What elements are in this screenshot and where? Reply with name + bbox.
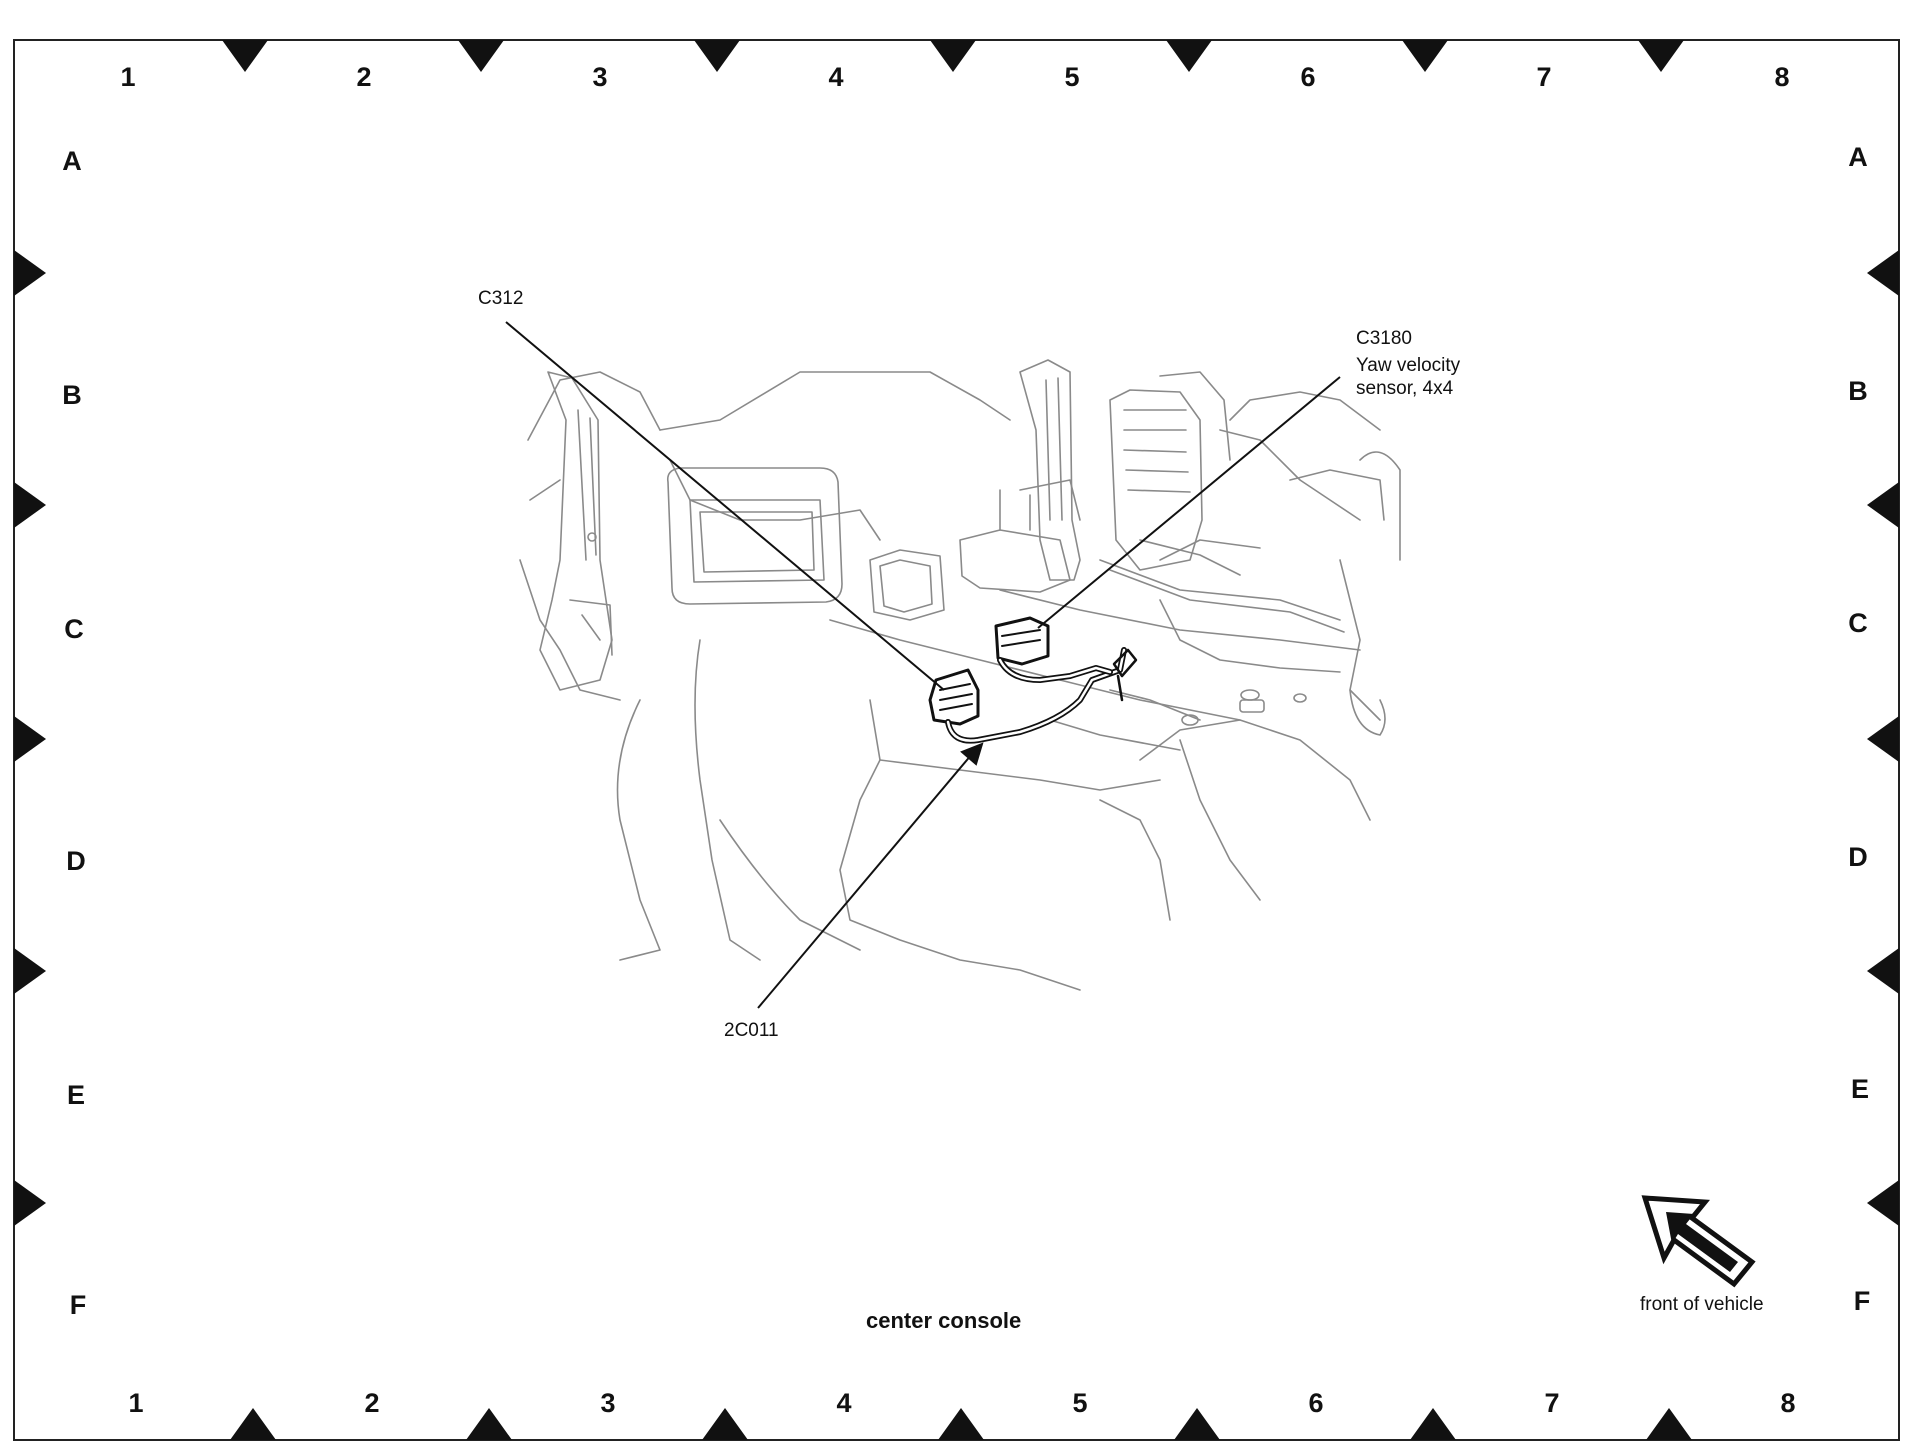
grid-row-b-right: B <box>1848 376 1868 406</box>
right-grid-markers <box>1867 250 1899 1226</box>
leader-c3180 <box>1037 376 1341 629</box>
callout-c3180-id: C3180 <box>1356 328 1412 349</box>
seat-track <box>1099 559 1341 621</box>
grid-col-1-bottom: 1 <box>128 1388 144 1418</box>
console-front-edge <box>839 699 1081 991</box>
triangle-marker-icon <box>1867 1180 1899 1226</box>
left-seat-frame <box>539 371 613 691</box>
leader-c312 <box>505 321 945 691</box>
grid-col-2-bottom: 2 <box>364 1388 380 1418</box>
grid-col-5-top: 5 <box>1064 62 1080 92</box>
grid-row-f-right: F <box>1853 1286 1871 1316</box>
grid-row-c-right: C <box>1848 608 1868 638</box>
console-bin-left <box>666 467 843 605</box>
triangle-marker-icon <box>1638 40 1684 72</box>
triangle-marker-icon <box>1646 1408 1692 1440</box>
grid-col-3-bottom: 3 <box>600 1388 616 1418</box>
triangle-marker-icon <box>1410 1408 1456 1440</box>
triangle-marker-icon <box>1402 40 1448 72</box>
grid-row-d-left: D <box>66 846 86 876</box>
grid-col-5-bottom: 5 <box>1072 1388 1088 1418</box>
callout-c3180: C3180 Yaw velocity sensor, 4x4 <box>1356 328 1460 400</box>
console-body-left <box>694 639 761 961</box>
triangle-marker-icon <box>1867 482 1899 528</box>
triangle-marker-icon <box>230 1408 276 1440</box>
triangle-marker-icon <box>1867 716 1899 762</box>
leader-arrowhead <box>960 742 984 766</box>
triangle-marker-icon <box>1174 1408 1220 1440</box>
triangle-marker-icon <box>458 40 504 72</box>
triangle-marker-icon <box>222 40 268 72</box>
grid-row-a-right: A <box>1848 142 1868 172</box>
triangle-marker-icon <box>1867 948 1899 994</box>
grid-row-f-left: F <box>69 1290 87 1320</box>
triangle-marker-icon <box>14 948 46 994</box>
diagram-caption: center console <box>866 1308 1022 1333</box>
wiring-harness <box>928 616 1138 744</box>
grid-row-e-right: E <box>1850 1074 1869 1104</box>
grid-col-8-bottom: 8 <box>1780 1388 1796 1418</box>
callout-2c011: 2C011 <box>724 1020 779 1041</box>
callout-c312: C312 <box>478 288 524 309</box>
left-grid-markers <box>14 250 46 1226</box>
orientation-note: front of vehicle <box>1640 1294 1764 1315</box>
triangle-marker-icon <box>1166 40 1212 72</box>
triangle-marker-icon <box>930 40 976 72</box>
grid-col-2-top: 2 <box>356 62 372 92</box>
top-grid-markers <box>222 40 1684 72</box>
grid-col-7-top: 7 <box>1536 62 1552 92</box>
grid-col-6-top: 6 <box>1300 62 1316 92</box>
grid-col-3-top: 3 <box>592 62 608 92</box>
grid-row-a-left: A <box>62 146 82 176</box>
connector-2c011 <box>928 668 980 726</box>
grid-row-b-left: B <box>62 380 82 410</box>
center-console-drawing <box>519 359 1401 991</box>
grid-col-6-bottom: 6 <box>1308 1388 1324 1418</box>
bottom-grid-markers <box>230 1408 1692 1440</box>
triangle-marker-icon <box>702 1408 748 1440</box>
grid-col-7-bottom: 7 <box>1544 1388 1560 1418</box>
grid-row-c-left: C <box>64 614 84 644</box>
triangle-marker-icon <box>14 1180 46 1226</box>
grid-row-d-right: D <box>1848 842 1868 872</box>
triangle-marker-icon <box>14 482 46 528</box>
triangle-marker-icon <box>14 250 46 296</box>
callout-c3180-desc-line2: sensor, 4x4 <box>1356 377 1454 399</box>
front-of-vehicle-arrow-icon <box>1641 1195 1756 1288</box>
triangle-marker-icon <box>14 716 46 762</box>
grid-col-8-top: 8 <box>1774 62 1790 92</box>
callout-c3180-desc-line1: Yaw velocity <box>1356 354 1461 376</box>
grid-col-4-top: 4 <box>828 62 844 92</box>
grid-row-e-left: E <box>66 1080 85 1110</box>
console-top-outline <box>659 371 1011 431</box>
triangle-marker-icon <box>694 40 740 72</box>
leader-lines <box>505 321 1341 1009</box>
triangle-marker-icon <box>466 1408 512 1440</box>
triangle-marker-icon <box>938 1408 984 1440</box>
triangle-marker-icon <box>1867 250 1899 296</box>
grid-col-4-bottom: 4 <box>836 1388 852 1418</box>
grid-col-1-top: 1 <box>120 62 136 92</box>
leader-2c011 <box>757 753 973 1009</box>
module-bracket <box>869 549 945 621</box>
right-seat-frame <box>1019 359 1081 581</box>
